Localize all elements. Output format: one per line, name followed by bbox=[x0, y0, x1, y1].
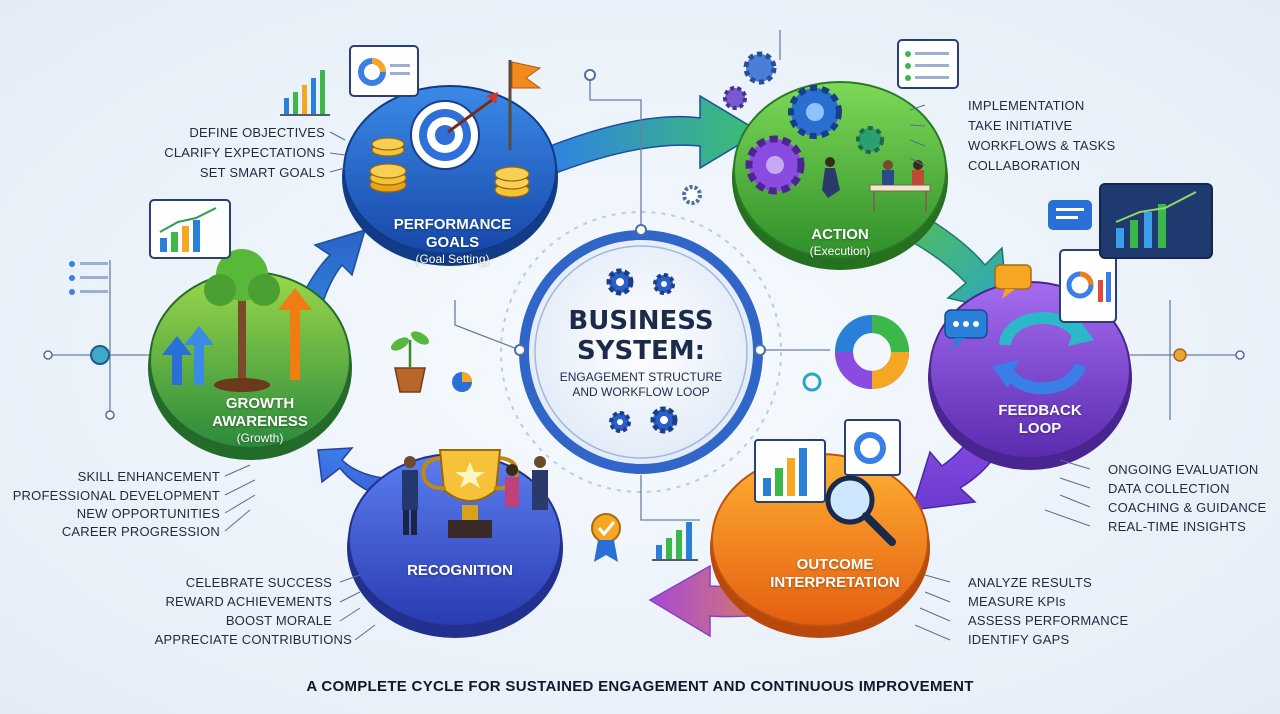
center-gear-icon bbox=[606, 268, 678, 434]
bar-chart-icon bbox=[280, 70, 330, 116]
action-item: COLLABORATION bbox=[968, 158, 1081, 173]
goals-item: CLARIFY EXPECTATIONS bbox=[164, 145, 325, 160]
mini-pie-icon bbox=[452, 372, 472, 392]
center-ring bbox=[500, 211, 782, 493]
team-at-desk-icon bbox=[822, 157, 931, 212]
center-title-line2: SYSTEM: bbox=[576, 336, 706, 366]
plant-icon bbox=[390, 331, 430, 393]
action-item: TAKE INITIATIVE bbox=[968, 118, 1073, 133]
trophy-icon bbox=[421, 449, 519, 538]
feedback-item: REAL-TIME INSIGHTS bbox=[1108, 519, 1246, 534]
screen-list-icon bbox=[897, 39, 959, 89]
medal-icon bbox=[591, 513, 621, 562]
arrow-growth-to-goals bbox=[298, 228, 367, 306]
small-bar-chart-icon bbox=[652, 522, 698, 561]
stage-performance-goals-subtitle: (Goal Setting) bbox=[415, 252, 490, 266]
stage-outcome-title-line1: OUTCOME bbox=[796, 556, 874, 573]
center-title-line1: BUSINESS bbox=[568, 306, 714, 336]
growth-item: SKILL ENHANCEMENT bbox=[77, 469, 220, 484]
center-subtitle-line1: ENGAGEMENT STRUCTURE bbox=[559, 370, 723, 384]
center-subtitle-line2: AND WORKFLOW LOOP bbox=[572, 385, 710, 399]
action-item: IMPLEMENTATION bbox=[968, 98, 1085, 113]
feedback-item: ONGOING EVALUATION bbox=[1108, 462, 1259, 477]
arrow-goals-to-action bbox=[539, 94, 762, 177]
stage-feedback-title-line1: FEEDBACK bbox=[998, 402, 1082, 419]
gear-icon bbox=[723, 51, 884, 195]
screen-chart-right-icon bbox=[1099, 183, 1213, 259]
stage-growth-subtitle: (Growth) bbox=[236, 431, 284, 445]
target-icon bbox=[410, 92, 498, 170]
growth-arrows-icon bbox=[162, 288, 312, 385]
label-ticks bbox=[224, 104, 1091, 641]
outcome-item: ASSESS PERFORMANCE bbox=[968, 613, 1129, 628]
recognition-item: BOOST MORALE bbox=[225, 613, 332, 628]
celebrating-people-icon bbox=[402, 456, 548, 535]
stage-feedback-title-line2: LOOP bbox=[1018, 420, 1062, 437]
goals-item: SET SMART GOALS bbox=[199, 165, 325, 180]
stage-growth-title-line2: AWARENESS bbox=[212, 413, 308, 430]
stage-performance-goals-disc bbox=[342, 85, 558, 266]
growth-item: CAREER PROGRESSION bbox=[61, 524, 220, 539]
stage-action-subtitle: (Execution) bbox=[809, 244, 871, 258]
goals-item: DEFINE OBJECTIVES bbox=[189, 125, 325, 140]
stage-action-title: ACTION bbox=[811, 226, 869, 243]
mini-cycle-icon bbox=[802, 372, 822, 392]
stage-performance-goals-title-line1: PERFORMANCE bbox=[393, 216, 512, 233]
list-icon bbox=[69, 261, 108, 295]
flag-icon bbox=[508, 60, 542, 150]
bar-chart-icon bbox=[754, 419, 901, 503]
coins-icon bbox=[369, 137, 530, 198]
recognition-item: APPRECIATE CONTRIBUTIONS bbox=[154, 632, 352, 647]
action-item: WORKFLOWS & TASKS bbox=[968, 138, 1116, 153]
refresh-cycle-icon bbox=[992, 311, 1094, 395]
dashboard-panel-icon bbox=[1059, 249, 1117, 323]
message-icon bbox=[1048, 200, 1092, 230]
screen-pie-icon bbox=[349, 45, 419, 97]
magnifier-icon bbox=[825, 475, 896, 546]
stage-outcome-title-line2: INTERPRETATION bbox=[770, 574, 900, 591]
stage-growth-title-line1: GROWTH bbox=[225, 395, 295, 412]
stage-performance-goals-title-line2: GOALS bbox=[425, 234, 480, 251]
outcome-item: MEASURE KPIs bbox=[968, 594, 1066, 609]
stage-action-disc bbox=[732, 81, 948, 270]
stage-recognition-title: RECOGNITION bbox=[407, 562, 513, 579]
feedback-item: DATA COLLECTION bbox=[1108, 481, 1230, 496]
growth-item: NEW OPPORTUNITIES bbox=[76, 506, 220, 521]
tree-icon bbox=[204, 249, 280, 392]
connector-dots bbox=[43, 69, 1245, 420]
outcome-item: ANALYZE RESULTS bbox=[968, 575, 1092, 590]
chat-bubble-icon bbox=[944, 264, 1032, 350]
recognition-item: REWARD ACHIEVEMENTS bbox=[165, 594, 332, 609]
recognition-item: CELEBRATE SUCCESS bbox=[185, 575, 332, 590]
screen-chart-icon bbox=[149, 199, 231, 259]
feedback-item: COACHING & GUIDANCE bbox=[1108, 500, 1267, 515]
outcome-item: IDENTIFY GAPS bbox=[968, 632, 1070, 647]
footer-caption: A COMPLETE CYCLE FOR SUSTAINED ENGAGEMEN… bbox=[306, 678, 974, 695]
pie-chart-icon bbox=[835, 315, 909, 389]
growth-item: PROFESSIONAL DEVELOPMENT bbox=[12, 488, 220, 503]
mini-gear-icon bbox=[682, 185, 702, 205]
